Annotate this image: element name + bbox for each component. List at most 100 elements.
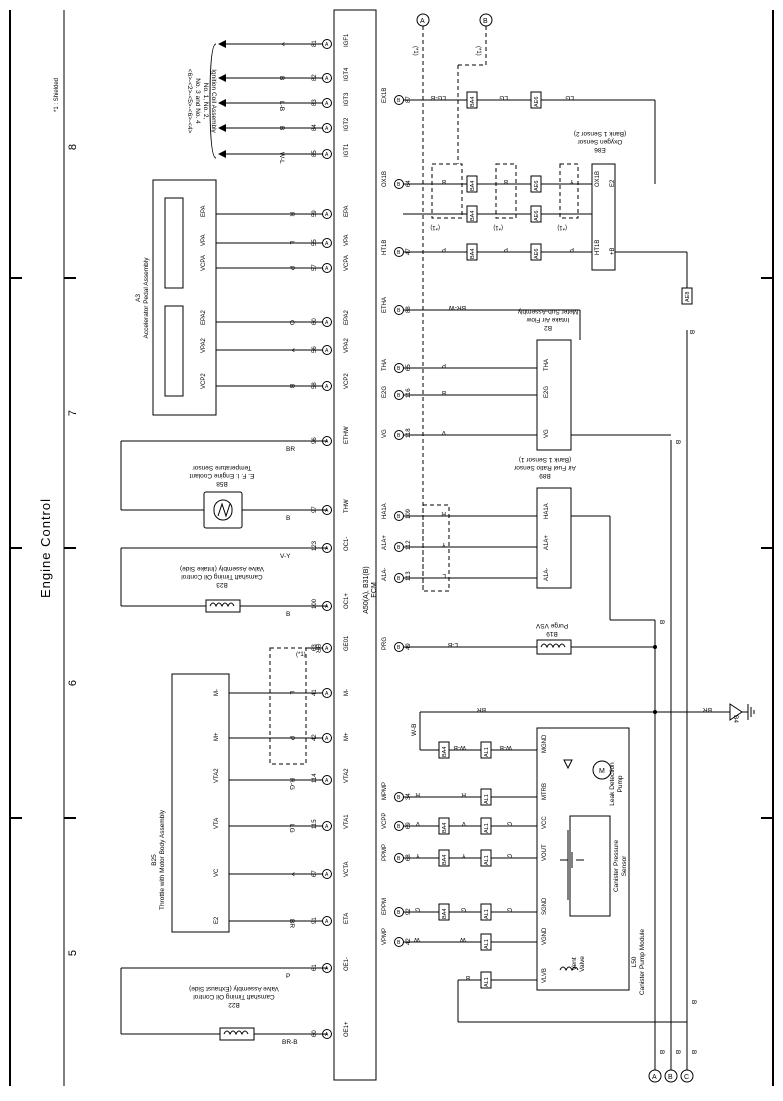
connector-label: AL1 — [484, 909, 490, 919]
canister-wire-color: V — [415, 820, 420, 827]
ecm-pin-name: VCPA — [344, 255, 350, 271]
connector-box — [480, 788, 492, 806]
pin-side-letter: A — [325, 508, 329, 514]
pin-side-letter: A — [325, 101, 329, 107]
inline-connector-ae6: AE6 — [530, 205, 542, 223]
ecm-pin-name: A1A- — [382, 568, 388, 581]
column-number-8: 8 — [67, 144, 79, 150]
arrow — [218, 124, 226, 132]
ecm-pin-name: EX1B — [382, 88, 388, 103]
o2-pin-name: OX1B — [595, 171, 601, 187]
ecm-pin-number: 96 — [312, 437, 318, 444]
throttle-wire-color: L — [288, 691, 295, 695]
ethw-wire-color: BR — [286, 446, 295, 453]
vg-wire-color: V — [441, 429, 446, 436]
connector-box — [480, 971, 492, 989]
arrow — [218, 74, 226, 82]
inline-connector-ba4: BA4 — [466, 91, 478, 109]
pin-side-letter: B — [397, 645, 401, 651]
ecm-pin-name: VPA2 — [344, 337, 350, 353]
ecm-pin-number: 81 — [312, 40, 318, 47]
inline-connector-ba4: BA4 — [438, 849, 450, 867]
throttle-wire-color: P — [288, 736, 295, 740]
accel-pin-name: EPA — [201, 205, 207, 217]
arrow — [218, 40, 226, 48]
connector-label: AL1 — [484, 939, 490, 949]
bus-wire-color: B — [688, 330, 695, 334]
arrow — [218, 99, 226, 107]
ref-b-bottom-label: B — [668, 1074, 673, 1081]
ecm-pin-number: 113 — [406, 571, 412, 581]
ecm-pin-name: A1A+ — [382, 535, 388, 550]
maf-meter-label: B2Intake Air FlowMeter Sub-Assembly — [517, 308, 578, 331]
accelerator-wire-color: R — [288, 212, 295, 217]
shield-box — [495, 163, 517, 219]
shield-box — [431, 163, 463, 219]
ref-a-bottom-label: A — [652, 1074, 657, 1081]
canister-pin-name: VLVB — [542, 968, 548, 983]
connector-label: AL1 — [484, 794, 490, 804]
connector-label: AL1 — [484, 823, 490, 833]
ignition-wire-color: B — [278, 126, 285, 130]
ref-a-top-label: A — [420, 18, 425, 25]
connector-box — [530, 175, 542, 193]
connector-box — [480, 817, 492, 835]
canister-pin-name: MGND — [542, 734, 548, 753]
connector-box — [438, 741, 450, 759]
ecm-pin-number: 87 — [406, 96, 412, 103]
bus-wire-color: B — [658, 620, 665, 624]
ecm-pin-number: 42 — [312, 734, 318, 741]
ecm-pin-number: 84 — [312, 124, 318, 131]
canister-module-label: L50Canister Pump Module — [631, 929, 646, 995]
connector-label: BA4 — [470, 181, 476, 191]
connector-label: BA4 — [470, 249, 476, 259]
maf-pin-name: THA — [544, 359, 550, 371]
connector-box — [466, 243, 478, 261]
coolant-temp-sensor: B58E. F. I. Engine CoolantTemperature Se… — [120, 440, 327, 529]
ground-b4: B4 BR BR — [420, 703, 755, 723]
pin-side-letter: B — [397, 910, 401, 916]
purge-vsv: B19Purge VSV — [535, 622, 657, 655]
ox1b-wire-color: B — [504, 178, 508, 185]
ecm-pin-name: PRG — [382, 637, 388, 650]
pin-side-letter: B — [397, 250, 401, 256]
ecm-pin-name: THW — [344, 499, 350, 513]
pin-side-letter: B — [397, 393, 401, 399]
inline-connector-al1: AL1 — [480, 788, 492, 806]
ecm-pin-a1aminus: B 113 A1A- — [382, 568, 412, 583]
ecm-pin-name: HA1A — [382, 503, 388, 519]
accelerator-wire-color: Y — [288, 348, 295, 353]
shield-note-b: (*1) — [475, 46, 481, 56]
ecm-pin-name: VCP2 — [344, 373, 350, 389]
ht1b-wire-color: P — [442, 246, 446, 253]
inline-connector-ba4: BA4 — [438, 903, 450, 921]
accelerator-wire-color: L — [288, 241, 295, 245]
ecm-pin-number: 67 — [312, 870, 318, 877]
pin-side-letter: B — [397, 576, 401, 582]
pin-side-letter: A — [325, 152, 329, 158]
pin-side-letter: A — [325, 384, 329, 390]
column-number-6: 6 — [67, 680, 79, 686]
ecm-pin-number: 114 — [312, 773, 318, 783]
ecm-pin-number: 115 — [312, 819, 318, 829]
maf-pin-name: E2G — [544, 386, 550, 398]
ecm-pin-name: OE1+ — [344, 1021, 350, 1037]
inline-connector-ba4: BA4 — [438, 741, 450, 759]
throttle-pin-name: VC — [214, 868, 220, 877]
inline-connector-ba4: BA4 — [466, 243, 478, 261]
